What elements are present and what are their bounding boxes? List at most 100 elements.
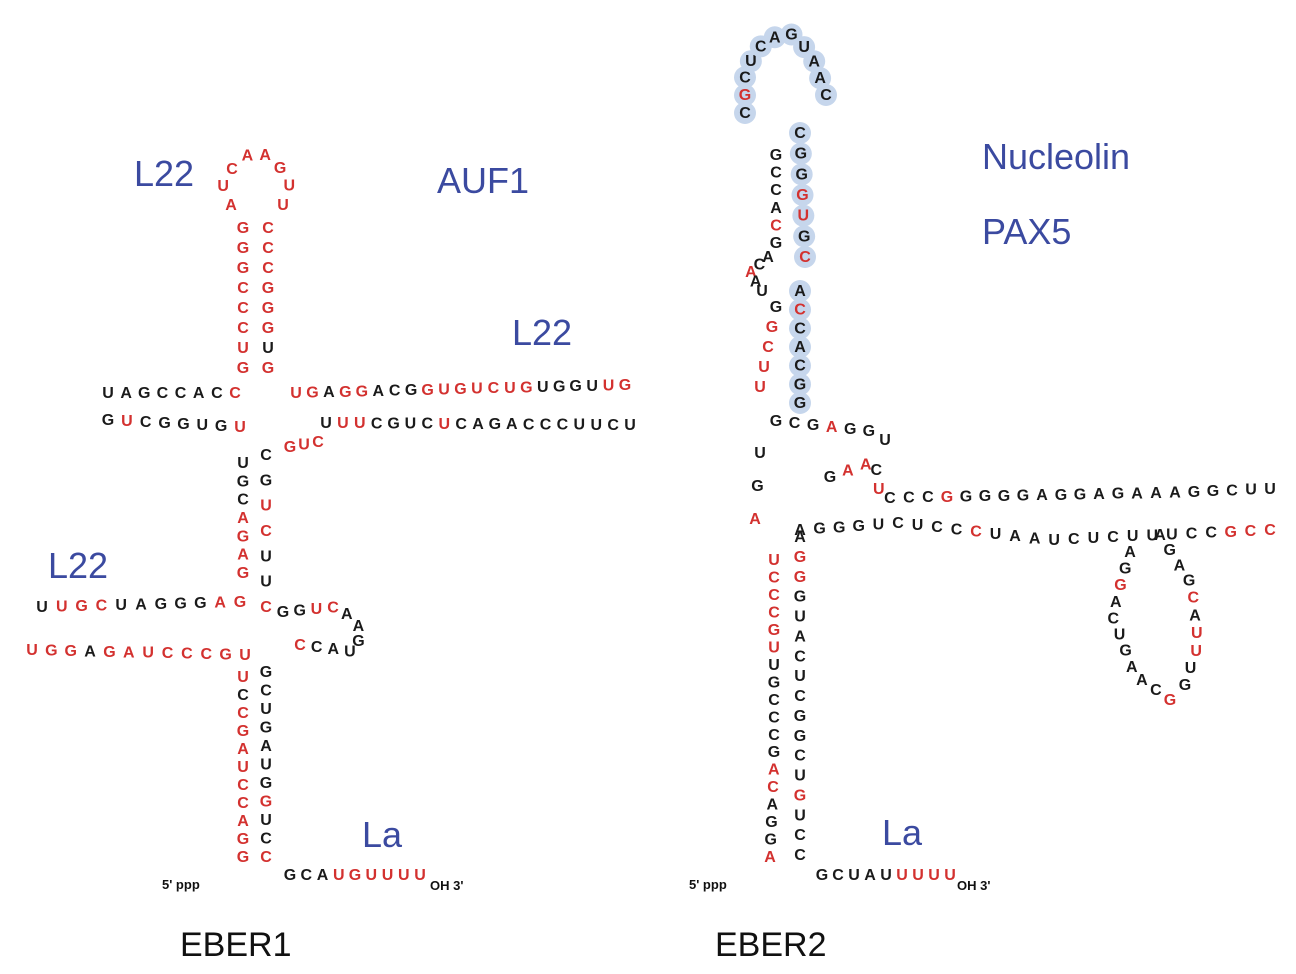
eber2-stem1-right-nucleotide: G [798,228,810,245]
eber1-right-arm-bottom-nucleotide: U [354,415,366,432]
eber2-branch-top-nucleotide: G [979,488,991,505]
eber2-branch-top-nucleotide: U [1264,481,1276,498]
eber1-lower-left-arm-bottom-nucleotide: G [103,644,115,661]
eber1-lower-left-arm-bottom-nucleotide: C [200,646,212,663]
eber1-left-arm-top-nucleotide: C [229,385,241,402]
eber1-lower-left-arm-top-nucleotide: U [115,597,127,614]
eber1-left-arm-top-nucleotide: C [175,385,187,402]
eber2-stem2-right-highlight [789,373,811,396]
eber2-branch-bottom-nucleotide: U [912,517,924,534]
eber1-upper-stem-left-nucleotide: C [237,320,249,337]
eber1-top-loop-nucleotide: U [277,197,289,214]
eber2-branch-bottom-nucleotide: U [873,517,885,534]
eber2-lower-stem-right-nucleotide: G [794,728,806,745]
eber2-stem2-right-nucleotide: G [794,376,806,393]
eber2-branch-bottom-nucleotide: C [892,515,904,532]
eber1-lower-left-arm-top-nucleotide: A [135,597,147,614]
eber1-bottom-stem-right-nucleotide: U [260,812,272,829]
eber2-hairpin-right-nucleotide: U [1185,660,1197,677]
eber1-right-arm-top-nucleotide: G [619,377,631,394]
eber1-right-arm-bottom-nucleotide: U [624,417,636,434]
eber1-bottom-stem-right-nucleotide: A [260,738,272,755]
eber2-bulge-nucleotide: A [762,249,774,266]
eber2-stem2-right-nucleotide: G [794,395,806,412]
eber2-branch-top-nucleotide: G [1074,486,1086,503]
eber2-hairpin-left-nucleotide: C [1150,682,1162,699]
eber2-top-loop-nucleotide: A [808,53,820,70]
eber1-right-arm-top-nucleotide: G [520,379,532,396]
eber2-stem1-right-nucleotide: C [794,125,806,142]
eber2-lower-stem-left-nucleotide: C [767,779,779,796]
eber1-right-arm-bottom-nucleotide: U [405,416,417,433]
eber1-tail-nucleotide: C [300,867,312,884]
eber1-right-arm-bottom-nucleotide: C [371,415,383,432]
eber2-lower-stem-right-nucleotide: A [794,529,806,546]
eber2-stem2-right-highlight [789,298,811,321]
eber1-right-arm-top-nucleotide: U [537,379,549,396]
eber2-branch-bottom-nucleotide: U [1127,528,1139,545]
eber2-hairpin-right-nucleotide: A [1154,527,1166,544]
eber2-stem1-left-nucleotide: C [770,165,782,182]
eber1-left-arm-bottom-nucleotide: G [215,418,227,435]
eber2-lower-stem-left-nucleotide: U [768,639,780,656]
eber1-right-arm-top-nucleotide: U [504,380,516,397]
eber2-title: EBER2 [715,926,827,964]
eber1-right-arm-bottom-nucleotide: C [557,417,569,434]
eber1-lower-left-arm-top-nucleotide: G [75,598,87,615]
eber2-junction-nucleotide: A [826,419,838,436]
eber2-stem2-right-highlight [789,392,811,414]
eber2-lower-stem-right-nucleotide: U [794,768,806,785]
eber2-branch-top-nucleotide: A [1093,486,1105,503]
eber1-bottom-stem-right-nucleotide: C [260,831,272,848]
eber1-right-arm-top-nucleotide: U [438,381,450,398]
eber2-branch-bottom-nucleotide: C [1186,526,1198,543]
eber2-bulge-nucleotide: U [756,283,768,300]
eber1-bottom-stem-right-nucleotide: G [260,775,272,792]
eber1-bottom-stem-left-nucleotide: C [237,687,249,704]
eber2-branch-top-nucleotide: A [1131,485,1143,502]
eber2-branch-top-nucleotide: C [1226,482,1238,499]
eber2-branch-top-nucleotide: G [1017,487,1029,504]
eber1-left-arm-top-nucleotide: A [120,385,132,402]
eber1-mid-stem-left-nucleotide: A [237,510,249,527]
eber2-lower-stem-right-nucleotide: C [794,847,806,864]
eber1-tail-nucleotide: A [317,867,329,884]
eber1-upper-stem-left-nucleotide: G [237,240,249,257]
eber2-hairpin-right-nucleotide: G [1183,572,1195,589]
eber2-side-strand-nucleotide: G [751,478,763,495]
eber1-tail-nucleotide: U [382,867,394,884]
eber2-top-loop-nucleotide: C [739,105,751,122]
eber1-lower-right-loop-nucleotide: C [327,600,339,617]
eber2-lower-stem-right-nucleotide: G [794,549,806,566]
eber1-lower-right-loop-nucleotide: A [327,641,339,658]
eber2-branch-bottom-nucleotide: G [853,518,865,535]
eber2-top-loop-highlight [815,84,837,106]
eber2-hairpin-right-nucleotide: U [1190,643,1202,660]
eber1-top-loop-nucleotide: A [225,197,237,214]
eber2-lower-stem-left-nucleotide: G [768,674,780,691]
eber2-branch-top-nucleotide: G [1207,483,1219,500]
eber1-right-arm-top-nucleotide: G [356,383,368,400]
eber2-branch-bottom-nucleotide: U [1146,527,1158,544]
eber2-lower-stem-right-nucleotide: G [794,787,806,804]
eber2-branch-top-nucleotide: C [870,462,882,479]
eber1-lower-right-loop-nucleotide: G [293,603,305,620]
eber1-lower-right-loop-nucleotide: U [311,601,323,618]
eber1-upper-stem-left-nucleotide: G [237,360,249,377]
eber1-right-arm-top-nucleotide: A [323,384,335,401]
eber1-left-arm-bottom-nucleotide: C [140,414,152,431]
eber2-junction-nucleotide: G [863,423,875,440]
eber1-right-arm-top-nucleotide: G [454,381,466,398]
eber1-mid-stem-left-nucleotide: A [237,547,249,564]
eber2-hairpin-right-nucleotide: A [1189,607,1201,624]
eber1-bottom-stem-right-nucleotide: C [260,683,272,700]
eber2-lower-stem-left-nucleotide: C [768,709,780,726]
eber1-title: EBER1 [180,926,292,964]
eber1-lower-right-loop-nucleotide: A [353,618,365,635]
eber1-upper-stem-left-nucleotide: G [237,260,249,277]
eber2-top-loop-nucleotide: C [755,38,767,55]
eber2-stem1-right-highlight [794,246,816,268]
eber1-junction-nucleotide: U [298,437,310,454]
eber1-lower-left-arm-top-nucleotide: A [214,595,226,612]
